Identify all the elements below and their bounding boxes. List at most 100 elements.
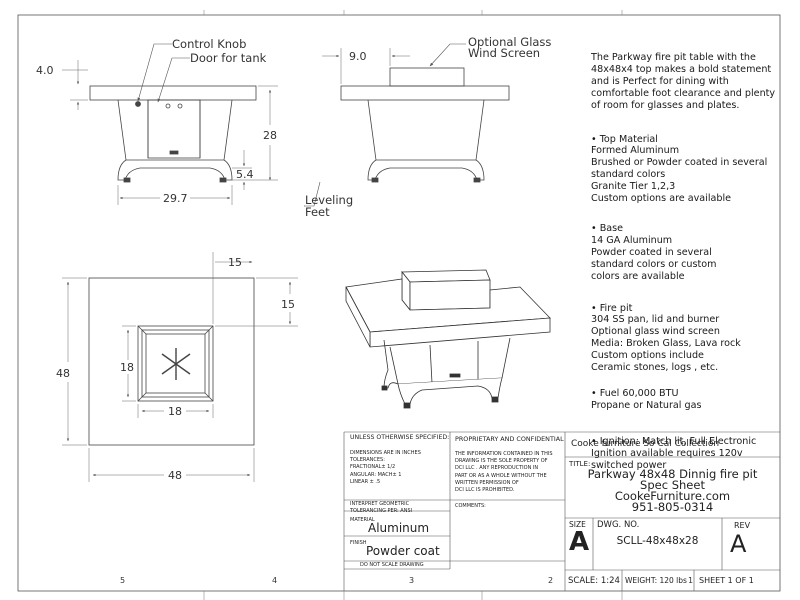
fire-pit-line: Ceramic stones, logs , etc.	[591, 362, 719, 374]
size-value: A	[569, 527, 590, 557]
side-glass-screen	[389, 67, 465, 87]
fire-pit-line: Custom options include	[591, 350, 704, 362]
top-material-line: • Top Material	[591, 133, 658, 145]
top-tabletop	[88, 277, 255, 446]
front-door-hole-1	[165, 103, 171, 109]
intro-line: 48x48x4 top makes a bold statement	[591, 63, 772, 75]
ignition-line: • Ignition: Match lit, Full Electronic	[591, 435, 757, 447]
tolerance-line: DIMENSIONS ARE IN INCHES	[350, 450, 421, 456]
proprietary-line: DCI LLC . ANY REPRODUCTION IN	[455, 465, 539, 472]
description-fuel: • Fuel 60,000 BTU Propane or Natural gas	[591, 388, 776, 412]
top-material-line: Brushed or Powder coated in several	[591, 157, 768, 169]
dim-front-height: 28	[263, 129, 277, 142]
front-door-hole-2	[177, 103, 183, 109]
callout-optional-glass-1: Optional Glass	[468, 35, 551, 49]
side-tabletop	[340, 85, 510, 101]
top-material-line: Granite Tier 1,2,3	[591, 181, 676, 193]
description-top-material: • Top Material Formed Aluminum Brushed o…	[591, 134, 776, 205]
product-description: The Parkway fire pit table with the 48x4…	[591, 52, 776, 482]
base-line: • Base	[591, 222, 624, 234]
material-value: Aluminum	[368, 521, 430, 535]
fire-pit-line: • Fire pit	[591, 302, 633, 314]
zone-label-4: 4	[272, 576, 277, 585]
proprietary-line: WRITTEN PERMISSION OF	[455, 479, 519, 486]
top-burner	[161, 348, 191, 380]
fuel-line: Propane or Natural gas	[591, 399, 702, 411]
base-line: colors are available	[591, 270, 685, 282]
top-material-line: Custom options are available	[591, 193, 732, 205]
title-label: TITLE:	[569, 460, 591, 468]
zone-label-5: 5	[120, 576, 125, 585]
proprietary-line: DCI LLC IS PROHIBITED.	[455, 487, 515, 494]
fire-pit-line: Optional glass wind screen	[591, 326, 720, 338]
scale-value: SCALE: 1:24	[568, 576, 620, 586]
weight-value: WEIGHT: 120 lbs	[625, 576, 687, 585]
front-base-body	[117, 99, 233, 161]
size-label: SIZE	[569, 520, 586, 529]
drawing-title: Parkway 48x48 Dinnig fire pit Spec Sheet…	[565, 467, 780, 514]
dim-front-base-width: 29.7	[163, 192, 188, 205]
iso-tabletop-side	[345, 286, 371, 348]
zone-label-2: 2	[548, 576, 553, 585]
sheet-border	[17, 14, 781, 592]
proprietary-line: DRAWING IS THE SOLE PROPERTY OF	[455, 458, 548, 465]
title-line: Spec Sheet	[640, 478, 705, 492]
finish-value: Powder coat	[366, 544, 440, 558]
callout-leveling-2: Feet	[305, 205, 330, 219]
top-material-line: standard colors	[591, 169, 666, 181]
top-fire-pit-inner	[145, 333, 206, 394]
company-name: Cooke furniture So Cal Collection	[571, 439, 720, 449]
front-door	[147, 99, 201, 159]
fire-pit-line: Media: Broken Glass, Lava rock	[591, 338, 741, 350]
zone-ticks	[203, 10, 623, 600]
description-base: • Base 14 GA Aluminum Powder coated in s…	[591, 223, 776, 283]
sheet-value: SHEET 1 OF 1	[699, 576, 754, 585]
proprietary-line: THE INFORMATION CONTAINED IN THIS	[455, 451, 553, 457]
callout-door-for-tank: Door for tank	[190, 51, 267, 65]
tolerance-line: TOLERANCES:	[350, 457, 385, 464]
base-line: Powder coated in several	[591, 246, 712, 258]
comments-label: COMMENTS:	[455, 503, 486, 509]
interpret-note: INTERPRET GEOMETRIC TOLERANCING PER: ANS…	[350, 501, 446, 515]
title-line: CookeFurniture.com	[614, 489, 731, 503]
top-fire-pit-outer	[137, 325, 214, 402]
finish-label: FINISH	[350, 540, 367, 546]
do-not-scale: DO NOT SCALE DRAWING	[360, 562, 424, 568]
callout-optional-glass-2: Wind Screen	[468, 46, 540, 60]
dim-top-width: 48	[168, 469, 182, 482]
intro-line: The Parkway fire pit table with the	[591, 52, 756, 63]
tolerance-line: FRACTIONAL± 1/2	[350, 464, 396, 471]
control-knob	[135, 101, 141, 107]
side-view	[340, 67, 510, 183]
description-ignition: • Ignition: Match lit, Full Electronic I…	[591, 436, 776, 472]
dim-side-glass-offset: 9.0	[349, 50, 367, 63]
dwg-no-value: SCLL-48x48x28	[616, 535, 699, 547]
dim-pit-width: 18	[168, 405, 182, 418]
proprietary-title: PROPRIETARY AND CONFIDENTIAL	[455, 435, 564, 443]
tolerance-line: LINEAR ± .5	[350, 478, 381, 485]
title-line: Parkway 48x48 Dinnig fire pit	[587, 467, 758, 481]
ignition-line: switched power	[591, 459, 667, 471]
title-line: 951-805-0314	[631, 500, 714, 514]
front-base-feet	[117, 159, 233, 181]
intro-line: and is Perfect for dining with	[591, 75, 729, 87]
proprietary-text: THE INFORMATION CONTAINED IN THIS DRAWIN…	[455, 451, 563, 494]
tolerance-line: ANGULAR: MACH± 1	[350, 471, 402, 478]
dim-top-offset-y: 15	[281, 298, 295, 311]
fire-pit-line: 304 SS pan, lid and burner	[591, 314, 720, 326]
fuel-line: • Fuel 60,000 BTU	[591, 387, 679, 399]
material-label: MATERIAL	[350, 517, 375, 523]
dim-top-offset-x: 15	[228, 256, 242, 269]
front-tabletop	[89, 85, 257, 101]
proprietary-line: PART OR AS A WHOLE WITHOUT THE	[455, 472, 547, 479]
dim-pit-depth: 18	[120, 361, 134, 374]
top-material-line: Formed Aluminum	[591, 145, 680, 157]
intro-line: comfortable foot clearance and plenty	[591, 87, 776, 99]
zone-label-3: 3	[409, 576, 414, 585]
interpret-line: TOLERANCING PER: ANSI	[350, 508, 413, 515]
dim-top-depth: 48	[56, 367, 70, 380]
top-view	[88, 277, 255, 446]
rev-value: A	[730, 530, 747, 558]
dwg-no-label: DWG. NO.	[597, 520, 640, 530]
